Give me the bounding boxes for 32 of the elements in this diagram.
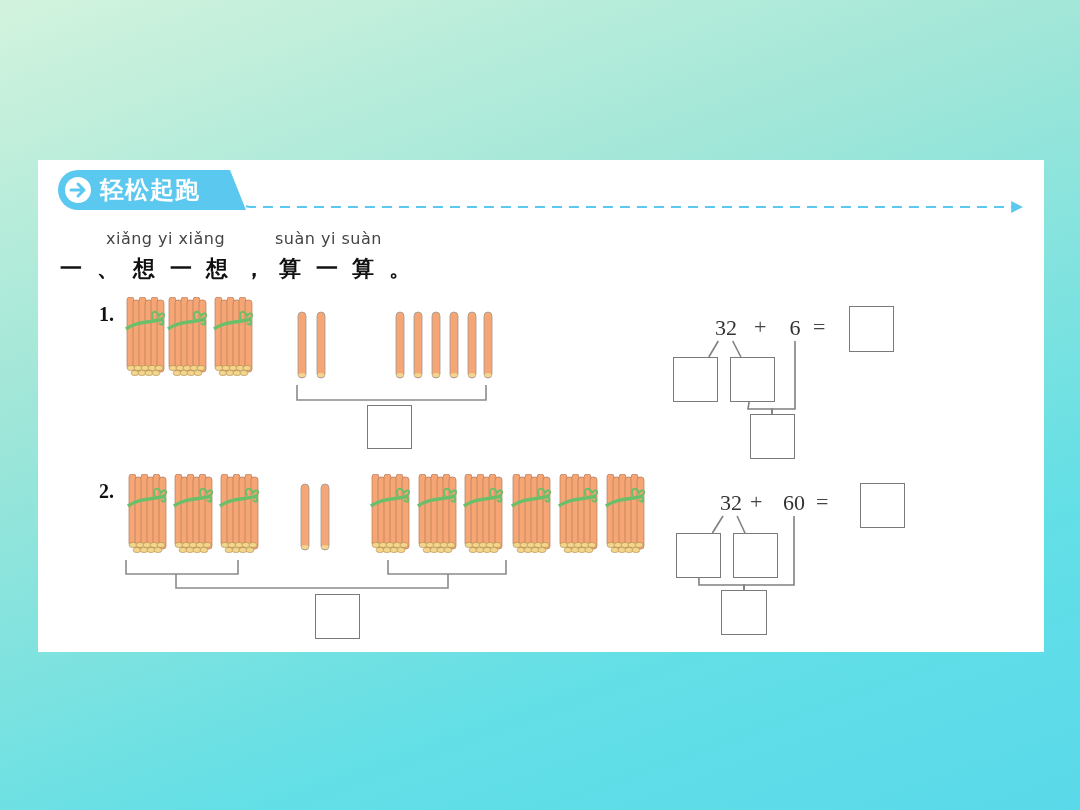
connector-line <box>736 515 746 534</box>
answer-box <box>733 533 778 578</box>
problem-number: 1. <box>99 304 114 324</box>
dashed-arrow <box>245 201 1024 213</box>
section-title: 轻松起跑 <box>100 175 200 206</box>
connector-line <box>711 515 724 534</box>
equals-sign: = <box>813 316 826 338</box>
connector-line <box>743 515 795 591</box>
answer-box <box>673 357 718 402</box>
answer-box <box>721 590 767 635</box>
number-text: 32 <box>720 492 742 514</box>
plus-sign: + <box>754 316 767 338</box>
answer-box <box>676 533 721 578</box>
pinyin-text: suàn yi suàn <box>275 231 382 247</box>
number-text: 32 <box>715 317 737 339</box>
connector-line <box>708 340 720 358</box>
connector-line <box>771 340 796 415</box>
equals-sign: = <box>816 491 829 513</box>
section-banner <box>58 170 246 210</box>
answer-box <box>750 414 795 459</box>
instruction-text: 一、想一想，算一算。 <box>60 258 425 280</box>
plus-sign: + <box>750 491 763 513</box>
answer-box <box>367 405 412 449</box>
answer-box <box>860 483 905 528</box>
problem-number: 2. <box>99 481 114 501</box>
number-text: 6 <box>789 317 801 339</box>
number-text: 60 <box>783 492 805 514</box>
connector-line <box>731 340 742 358</box>
answer-box <box>315 594 360 639</box>
answer-box <box>849 306 894 352</box>
answer-box <box>730 357 775 402</box>
pinyin-text: xiǎng yi xiǎng <box>106 231 226 247</box>
